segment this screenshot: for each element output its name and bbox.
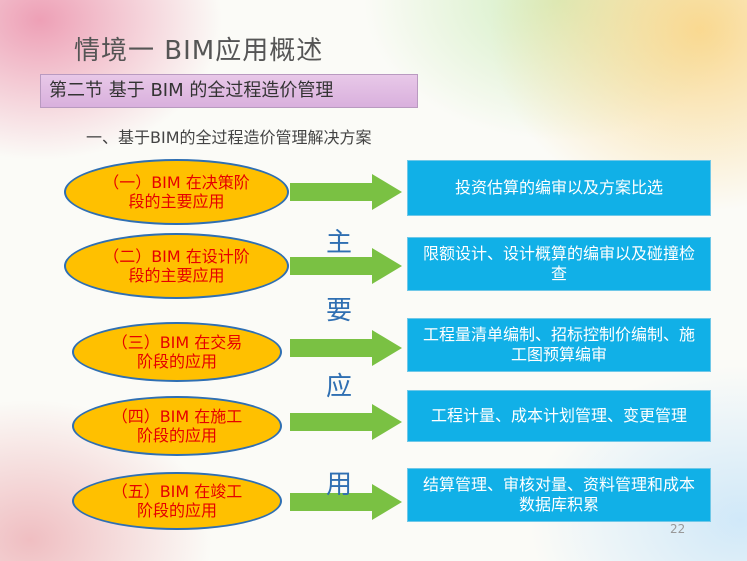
vertical-label-char: 用 [325, 470, 352, 500]
result-box-design: 限额设计、设计概算的编审以及碰撞检查 [407, 237, 711, 291]
result-box-transaction: 工程量清单编制、招标控制价编制、施工图预算编审 [407, 318, 711, 372]
arrow-right-icon [290, 404, 402, 440]
result-box-decision: 投资估算的编审以及方案比选 [407, 160, 711, 216]
arrow-right-icon [290, 484, 402, 520]
arrow-right-icon [290, 330, 402, 366]
stage-ellipse-construction: （四）BIM 在施工阶段的应用 [72, 396, 282, 456]
arrow-right-icon [290, 174, 402, 210]
result-box-construction: 工程计量、成本计划管理、变更管理 [407, 390, 711, 442]
slide-subtitle: 一、基于BIM的全过程造价管理解决方案 [86, 128, 372, 147]
vertical-label-char: 主 [325, 228, 352, 258]
section-banner: 第二节 基于 BIM 的全过程造价管理 [40, 74, 418, 108]
page-number: 22 [670, 522, 686, 536]
stage-ellipse-decision: （一）BIM 在决策阶段的主要应用 [64, 159, 289, 225]
arrow-right-icon [290, 248, 402, 284]
slide-title: 情境一 BIM应用概述 [74, 36, 324, 66]
result-box-completion: 结算管理、审核对量、资料管理和成本数据库积累 [407, 468, 711, 522]
vertical-label-char: 应 [325, 372, 352, 402]
stage-ellipse-design: （二）BIM 在设计阶段的主要应用 [64, 233, 289, 299]
vertical-label-char: 要 [325, 296, 352, 326]
stage-ellipse-transaction: （三）BIM 在交易阶段的应用 [72, 322, 282, 382]
stage-ellipse-completion: （五）BIM 在竣工阶段的应用 [72, 472, 282, 530]
